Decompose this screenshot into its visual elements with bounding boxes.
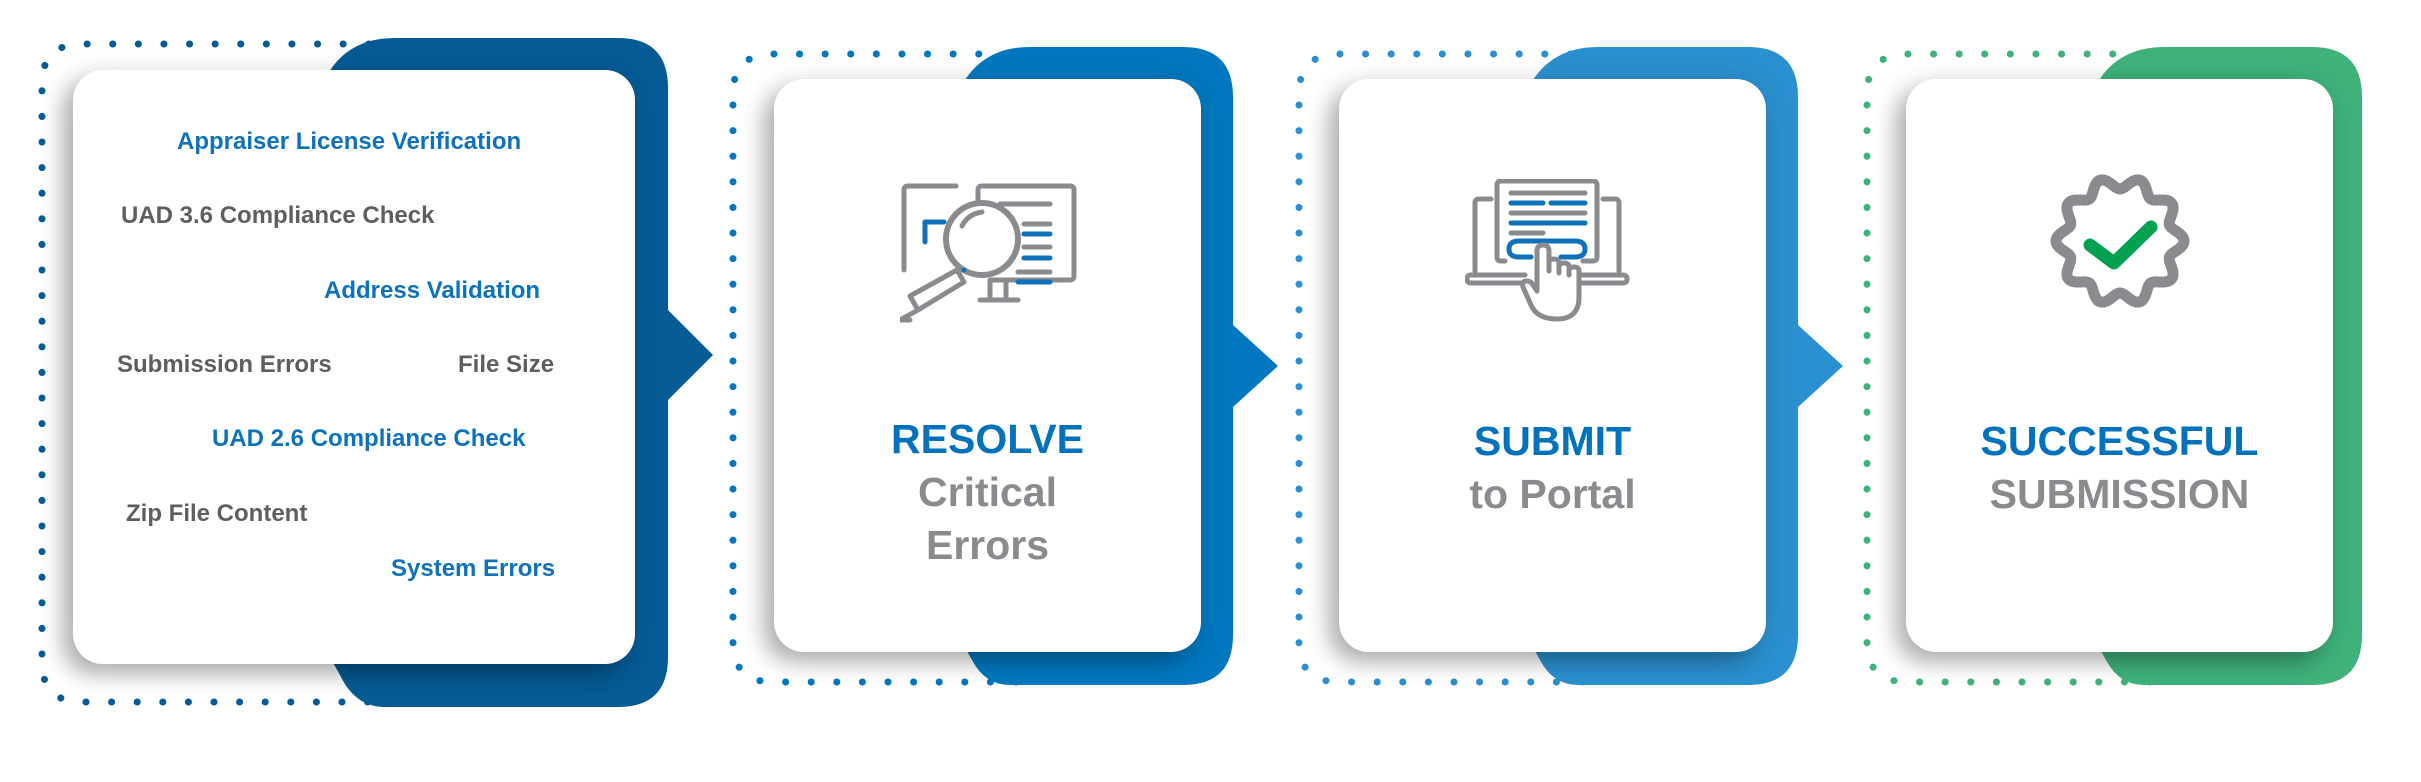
step-success: SUCCESSFUL SUBMISSION [1834, 0, 2421, 782]
submit-card: SUBMIT to Portal [1339, 79, 1766, 652]
check-item: UAD 2.6 Compliance Check [212, 425, 526, 452]
check-item: UAD 3.6 Compliance Check [121, 202, 435, 229]
laptop-click-icon [1465, 179, 1630, 322]
check-item: Zip File Content [126, 500, 308, 527]
dotted-outline [38, 40, 424, 706]
check-item: System Errors [391, 555, 556, 582]
submit-title: SUBMIT to Portal [1339, 421, 1766, 515]
title-line-primary: SUBMIT [1473, 418, 1632, 464]
title-line-primary: RESOLVE [891, 416, 1084, 462]
check-item: Address Validation [324, 277, 541, 304]
checks-card: Appraiser License Verification UAD 3.6 C… [73, 70, 635, 664]
verified-badge-icon [2050, 174, 2190, 308]
title-line-primary: SUCCESSFUL [1980, 418, 2259, 464]
title-line-tertiary: Errors [925, 522, 1050, 568]
title-line-secondary: Critical [918, 469, 1057, 515]
success-title: SUCCESSFUL SUBMISSION [1906, 421, 2333, 515]
resolve-title: RESOLVE Critical Errors [774, 419, 1201, 566]
title-line-secondary: to Portal [1469, 471, 1636, 517]
check-item: File Size [458, 351, 555, 378]
title-line-secondary: SUBMISSION [1989, 471, 2250, 517]
step-resolve: RESOLVE Critical Errors [700, 0, 1300, 782]
step-submit: SUBMIT to Portal [1266, 0, 1866, 782]
magnifier-monitor-icon [900, 183, 1077, 323]
check-item: Appraiser License Verification [177, 128, 522, 155]
step-validate: Appraiser License Verification UAD 3.6 C… [0, 0, 740, 782]
check-item: Submission Errors [117, 351, 332, 378]
success-card: SUCCESSFUL SUBMISSION [1906, 79, 2333, 652]
resolve-card: RESOLVE Critical Errors [774, 79, 1201, 652]
